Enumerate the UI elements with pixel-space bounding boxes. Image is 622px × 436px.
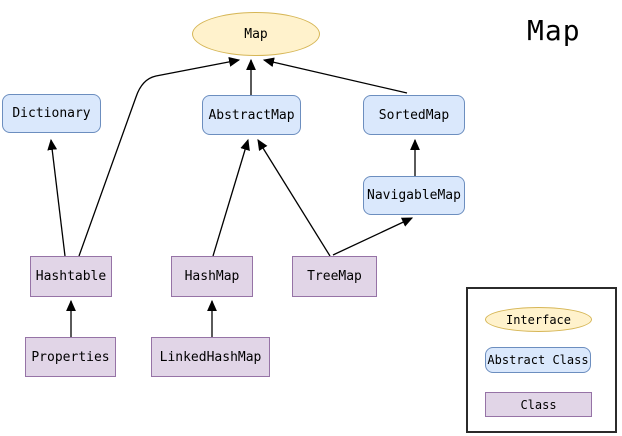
legend-abstract-class-swatch: Abstract Class [485, 347, 591, 373]
edge-treemap-to-abstractmap [257, 139, 331, 257]
legend: Interface Abstract Class Class [466, 287, 617, 433]
node-map-interface: Map [192, 12, 320, 56]
legend-class-swatch: Class [485, 392, 592, 417]
node-navigablemap: NavigableMap [363, 176, 465, 215]
edge-hashmap-to-abstractmap [212, 138, 250, 257]
node-dictionary: Dictionary [2, 94, 101, 133]
node-abstractmap: AbstractMap [202, 95, 301, 135]
edge-hashtable-to-map [78, 57, 241, 257]
node-treemap: TreeMap [292, 256, 377, 297]
node-sortedmap: SortedMap [363, 95, 465, 135]
node-properties: Properties [25, 337, 116, 377]
node-linkedhashmap: LinkedHashMap [151, 337, 270, 377]
edge-sortedmap-to-map [262, 57, 408, 94]
edge-hashtable-to-dictionary [47, 138, 66, 257]
node-hashmap: HashMap [171, 256, 253, 297]
edge-treemap-to-navigablemap [332, 217, 414, 256]
page-title: Map [527, 14, 581, 47]
node-hashtable: Hashtable [30, 256, 112, 297]
legend-interface-swatch: Interface [485, 307, 592, 332]
